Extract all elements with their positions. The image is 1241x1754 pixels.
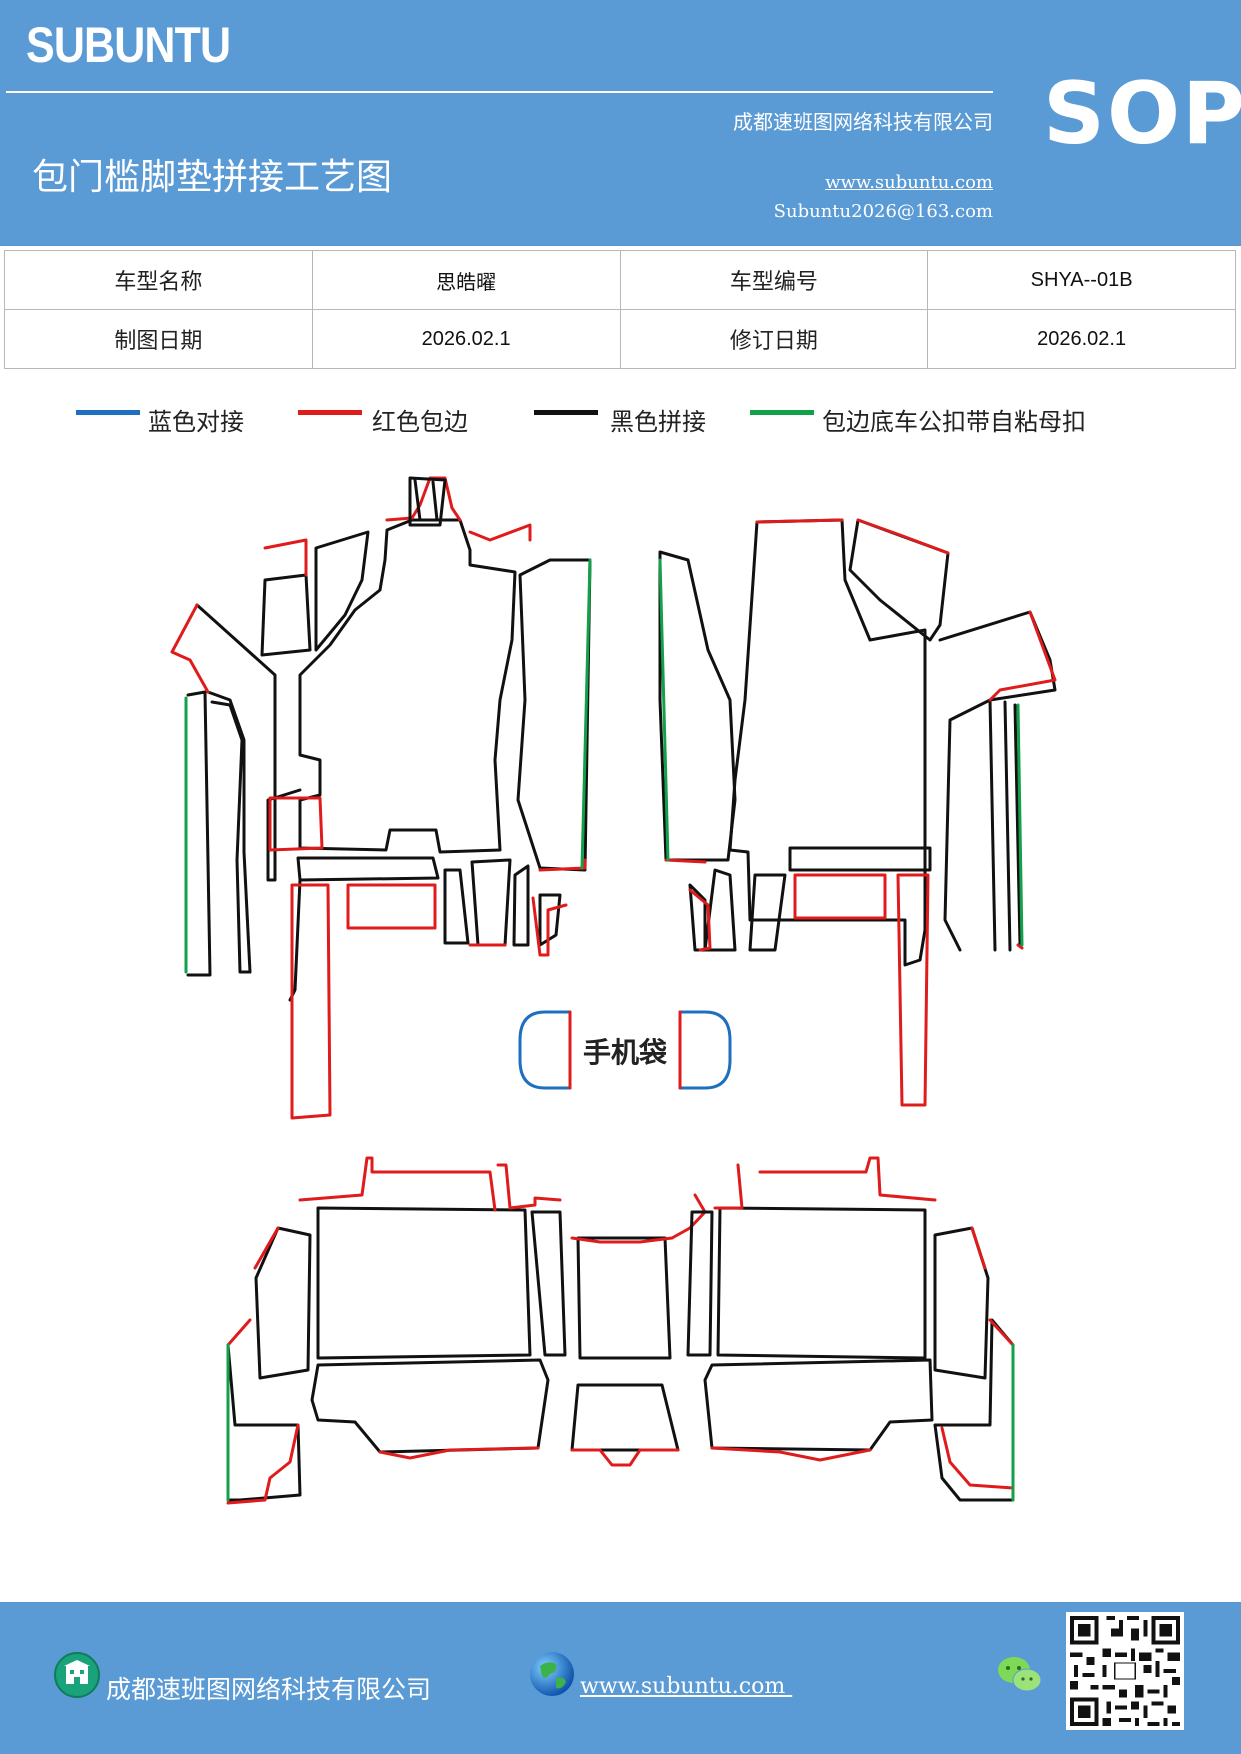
legend-swatch-green [750, 410, 814, 415]
phone-pocket-label: 手机袋 [583, 1036, 668, 1069]
globe-icon [530, 1652, 574, 1696]
wechat-icon [998, 1657, 1042, 1692]
header-divider [6, 91, 993, 93]
front-left-mat [170, 476, 592, 1120]
website-link[interactable]: www.subuntu.com [825, 172, 993, 193]
rear-center-mat [570, 1193, 707, 1467]
footer-company-name: 成都速班图网络科技有限公司 [106, 1675, 432, 1704]
document-title: 包门槛脚垫拼接工艺图 [32, 157, 393, 198]
legend-swatch-red [298, 410, 362, 415]
header-banner: SUBUNTU 成都速班图网络科技有限公司 包门槛脚垫拼接工艺图 www.sub… [0, 0, 1241, 246]
table-row: 制图日期 2026.02.1 修订日期 2026.02.1 [4, 309, 1236, 369]
model-name-label: 车型名称 [4, 250, 313, 310]
company-name: 成都速班图网络科技有限公司 [733, 110, 993, 134]
model-code-label: 车型编号 [619, 250, 929, 310]
revise-date-label: 修订日期 [619, 309, 929, 369]
footer-banner: 成都速班图网络科技有限公司 www.subuntu.com [0, 1602, 1241, 1754]
legend-label: 黑色拼接 [610, 408, 706, 436]
legend-swatch-blue [76, 410, 140, 415]
model-code-value: SHYA--01B [927, 250, 1236, 310]
table-row: 车型名称 思皓曜 车型编号 SHYA--01B [4, 250, 1236, 310]
rear-right-mat [686, 1156, 1015, 1502]
legend-label: 包边底车公扣带自粘母扣 [822, 408, 1086, 436]
legend-swatch-black [534, 410, 598, 415]
email-address: Subuntu2026@163.com [773, 201, 993, 222]
color-legend: 蓝色对接 红色包边 黑色拼接 包边底车公扣带自粘母扣 [0, 398, 1241, 442]
rear-left-mat [226, 1156, 567, 1505]
qr-code [1066, 1612, 1184, 1730]
phone-pocket: 手机袋 [518, 1010, 732, 1090]
footer-website-link[interactable]: www.subuntu.com [580, 1674, 793, 1699]
vehicle-info-table: 车型名称 思皓曜 车型编号 SHYA--01B 制图日期 2026.02.1 修… [4, 250, 1236, 369]
legend-label: 蓝色对接 [148, 408, 244, 436]
building-icon [54, 1652, 100, 1698]
legend-label: 红色包边 [372, 408, 468, 436]
revise-date-value: 2026.02.1 [927, 309, 1236, 369]
brand-logo: SUBUNTU [26, 17, 231, 73]
floor-mat-diagram: 手机袋 [170, 476, 1057, 1505]
model-name-value: 思皓曜 [311, 250, 621, 310]
front-right-mat [658, 518, 1057, 1107]
draw-date-label: 制图日期 [4, 309, 313, 369]
sop-badge: SOP [1043, 64, 1241, 164]
draw-date-value: 2026.02.1 [311, 309, 621, 369]
